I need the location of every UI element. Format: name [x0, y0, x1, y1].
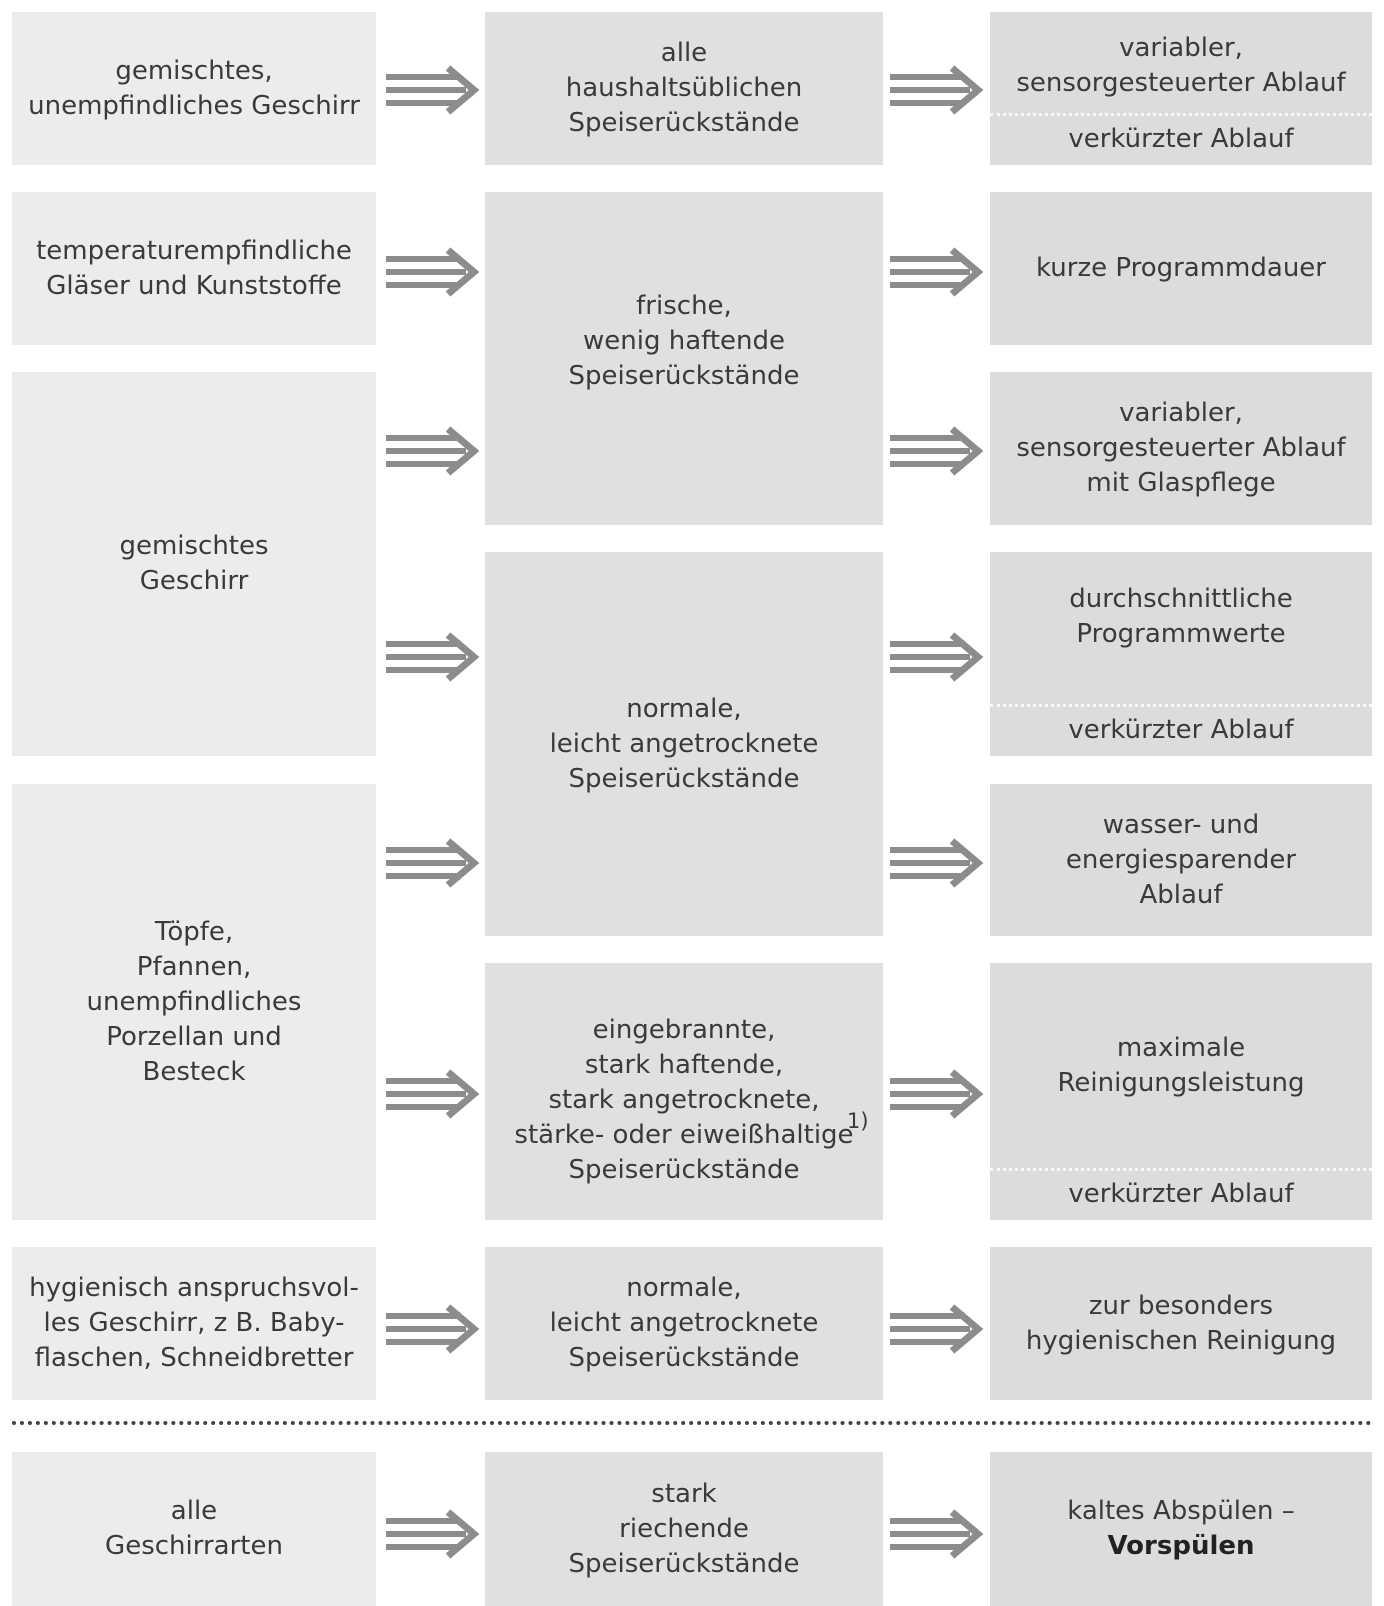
dish-type-box: gemischtes Geschirr [12, 372, 376, 756]
dish-type-box: Töpfe, Pfannen, unempfindliches Porzella… [12, 784, 376, 1220]
food-residue-box: frische, wenig haftende Speiserückstände [485, 192, 883, 525]
food-residue-box: normale, leicht angetrocknete Speiserück… [485, 1247, 883, 1400]
double-arrow-icon [382, 1509, 480, 1559]
double-arrow-icon [886, 1509, 984, 1559]
food-residue-box: alle haushaltsüblichen Speiserückstände [485, 12, 883, 165]
program-label: verkürzter Ablauf [1068, 714, 1294, 745]
food-residue-label: stark riechende Speiserückstände [568, 1478, 800, 1579]
program-box: durchschnittliche Programmwerte verkürzt… [990, 552, 1372, 756]
food-residue-label: eingebrannte, stark haftende, stark ange… [514, 1015, 854, 1185]
dish-type-box: alle Geschirrarten [12, 1452, 376, 1606]
program-option: maximale Reinigungsleistung [990, 963, 1372, 1168]
food-residue-box: normale, leicht angetrocknete Speiserück… [485, 552, 883, 936]
program-box: wasser- und energiesparender Ablauf [990, 784, 1372, 936]
program-label-bold: Vorspülen [1107, 1531, 1255, 1561]
program-label: kurze Programmdauer [1036, 253, 1326, 283]
dish-type-box: temperaturempfindliche Gläser und Kunsts… [12, 192, 376, 345]
program-label: wasser- und energiesparender Ablauf [1065, 809, 1297, 910]
dish-type-label: gemischtes, unempfindliches Geschirr [28, 55, 360, 121]
program-option: verkürzter Ablauf [990, 113, 1372, 165]
food-residue-box: eingebrannte, stark haftende, stark ange… [485, 963, 883, 1220]
dotted-separator [990, 113, 1372, 116]
program-label: variabler, sensorgesteuerter Ablauf [1016, 32, 1346, 98]
program-option: verkürzter Ablauf [990, 1168, 1372, 1220]
double-arrow-icon [382, 838, 480, 888]
double-arrow-icon [886, 632, 984, 682]
program-box: maximale Reinigungsleistung verkürzter A… [990, 963, 1372, 1220]
double-arrow-icon [886, 426, 984, 476]
program-label: verkürzter Ablauf [1068, 123, 1294, 154]
dish-type-box: gemischtes, unempfindliches Geschirr [12, 12, 376, 165]
program-label: kaltes Abspülen – [1067, 1496, 1295, 1526]
double-arrow-icon [886, 65, 984, 115]
double-arrow-icon [382, 426, 480, 476]
program-option: durchschnittliche Programmwerte [990, 552, 1372, 704]
food-residue-box: stark riechende Speiserückstände [485, 1452, 883, 1606]
double-arrow-icon [886, 247, 984, 297]
program-box: kurze Programmdauer [990, 192, 1372, 345]
food-residue-label: normale, leicht angetrocknete Speiserück… [549, 693, 819, 794]
program-label: variabler, sensorgesteuerter Ablauf mit … [1016, 398, 1346, 498]
dish-type-box: hygienisch anspruchsvol- les Geschirr, z… [12, 1247, 376, 1400]
program-label: maximale Reinigungsleistung [1057, 1032, 1305, 1098]
double-arrow-icon [382, 65, 480, 115]
dotted-separator [990, 704, 1372, 707]
double-arrow-icon [382, 247, 480, 297]
program-box: variabler, sensorgesteuerter Ablauf verk… [990, 12, 1372, 165]
program-box: variabler, sensorgesteuerter Ablauf mit … [990, 372, 1372, 525]
dish-type-label: Töpfe, Pfannen, unempfindliches Porzella… [86, 916, 302, 1087]
program-label: verkürzter Ablauf [1068, 1178, 1294, 1209]
program-option: variabler, sensorgesteuerter Ablauf [990, 12, 1372, 113]
double-arrow-icon [382, 1304, 480, 1354]
program-label: zur besonders hygienischen Reinigung [1025, 1290, 1337, 1356]
dotted-separator [990, 1168, 1372, 1171]
double-arrow-icon [382, 1069, 480, 1119]
food-residue-label: alle haushaltsüblichen Speiserückstände [565, 38, 803, 138]
dish-type-label: gemischtes Geschirr [119, 531, 269, 596]
program-box: zur besonders hygienischen Reinigung [990, 1247, 1372, 1400]
dish-type-label: hygienisch anspruchsvol- les Geschirr, z… [29, 1273, 359, 1373]
footnote-marker: 1) [847, 1109, 869, 1133]
double-arrow-icon [886, 838, 984, 888]
dish-type-label: temperaturempfindliche Gläser und Kunsts… [36, 235, 352, 301]
program-label: durchschnittliche Programmwerte [1069, 584, 1293, 649]
double-arrow-icon [886, 1069, 984, 1119]
double-arrow-icon [886, 1304, 984, 1354]
program-option: verkürzter Ablauf [990, 704, 1372, 756]
double-arrow-icon [382, 632, 480, 682]
food-residue-label: normale, leicht angetrocknete Speiserück… [549, 1273, 819, 1373]
section-divider [12, 1421, 1372, 1425]
food-residue-label: frische, wenig haftende Speiserückstände [568, 290, 800, 391]
dish-type-label: alle Geschirrarten [105, 1496, 283, 1561]
program-box: kaltes Abspülen – Vorspülen [990, 1452, 1372, 1606]
